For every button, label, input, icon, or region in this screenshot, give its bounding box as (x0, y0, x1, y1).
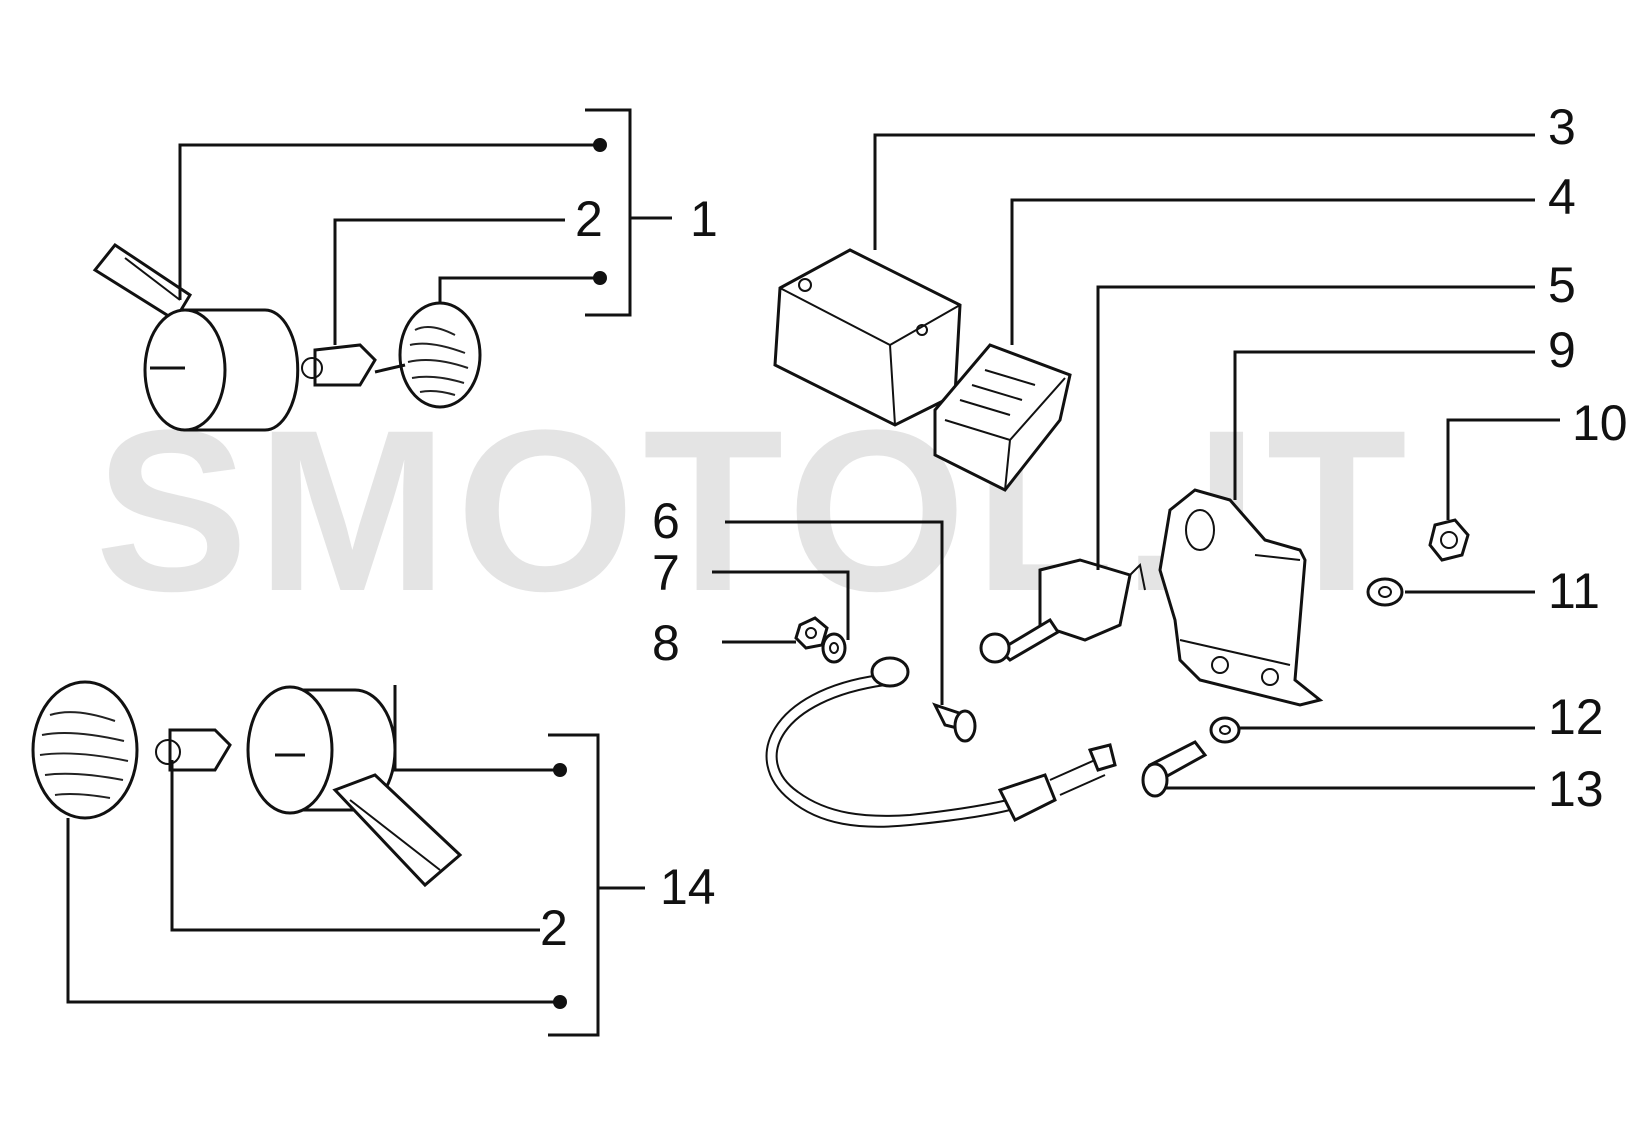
turn-signal-front (92, 242, 482, 432)
callout-4: 4 (1548, 169, 1576, 225)
connector-block (933, 343, 1072, 492)
callout-10: 10 (1572, 395, 1628, 451)
washer-11 (1366, 577, 1404, 607)
callout-lines-1 (178, 108, 672, 345)
callout-2-bottom: 2 (540, 900, 568, 956)
callout-12: 12 (1548, 689, 1604, 745)
callout-6: 6 (652, 493, 680, 549)
turn-signal-rear (31, 680, 463, 888)
washer-12 (1209, 716, 1241, 744)
callout-8: 8 (652, 615, 680, 671)
callout-2-top: 2 (575, 191, 603, 247)
callout-1: 1 (690, 191, 718, 247)
callout-14: 14 (660, 859, 716, 915)
callout-3: 3 (1548, 99, 1576, 155)
bulb-front (313, 343, 377, 387)
bolt-13 (1141, 740, 1208, 798)
callout-lines-right (712, 133, 1560, 790)
lens-cap-rear (31, 680, 139, 820)
mounting-bracket (1158, 488, 1324, 707)
washer-7 (821, 632, 847, 664)
callout-11: 11 (1548, 563, 1600, 619)
turn-signal-rear-lens (246, 685, 334, 815)
turn-signal-front-arm (92, 242, 193, 323)
ignition-switch (979, 558, 1146, 664)
turn-signal-rear-arm (332, 773, 463, 888)
screw-6 (932, 702, 977, 743)
nut-10 (1428, 518, 1470, 562)
callout-lines-14 (66, 685, 645, 1037)
turn-signal-front-lens (143, 308, 227, 432)
callout-13: 13 (1548, 761, 1604, 817)
callout-7: 7 (652, 545, 680, 601)
callout-9: 9 (1548, 322, 1576, 378)
callout-5: 5 (1548, 257, 1576, 313)
wiring-harness (765, 656, 1117, 828)
